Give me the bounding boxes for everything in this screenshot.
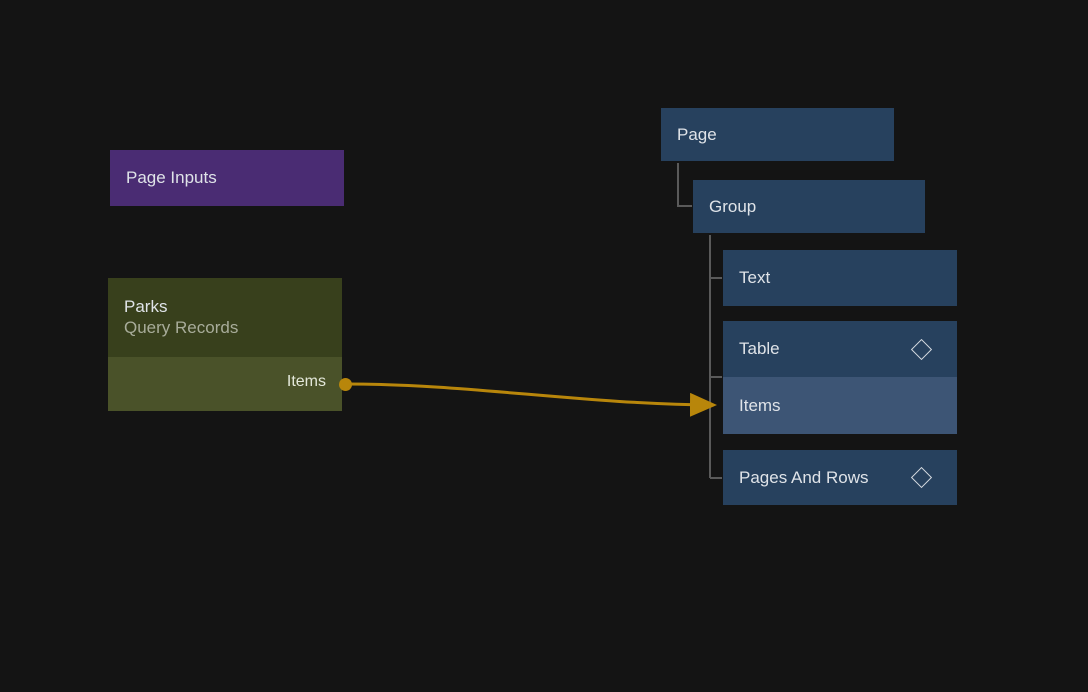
- edge-parks-items-to-table-items: [345, 382, 717, 417]
- diamond-icon[interactable]: [910, 338, 933, 360]
- node-parks-title: Parks: [124, 297, 168, 316]
- node-table-header: Table: [723, 321, 957, 377]
- node-page[interactable]: Page: [661, 108, 894, 161]
- node-pages-and-rows-header: Pages And Rows: [723, 450, 957, 505]
- node-page-header: Page: [661, 108, 894, 161]
- node-table-subrow-items-label: Items: [739, 395, 781, 415]
- node-group[interactable]: Group: [693, 180, 925, 233]
- node-page-inputs[interactable]: Page Inputs: [110, 150, 344, 206]
- node-group-title: Group: [709, 196, 757, 216]
- output-port-dot-items[interactable]: [339, 378, 352, 391]
- node-page-inputs-header: Page Inputs: [110, 150, 344, 206]
- node-page-inputs-title: Page Inputs: [126, 168, 217, 187]
- node-parks[interactable]: Parks Query Records Items: [108, 278, 342, 411]
- node-page-title: Page: [677, 124, 717, 144]
- node-table[interactable]: Table Items: [723, 321, 957, 434]
- node-parks-header: Parks Query Records: [108, 278, 342, 357]
- node-text[interactable]: Text: [723, 250, 957, 306]
- node-table-subrow-items[interactable]: Items: [723, 377, 957, 434]
- node-pages-and-rows[interactable]: Pages And Rows: [723, 450, 957, 505]
- node-group-header: Group: [693, 180, 925, 233]
- diamond-icon[interactable]: [910, 466, 933, 489]
- node-parks-output-items-label[interactable]: Items: [286, 373, 326, 390]
- node-parks-body: Items: [108, 357, 342, 411]
- node-text-title: Text: [739, 268, 771, 287]
- node-table-title: Table: [739, 339, 780, 358]
- node-text-header: Text: [723, 250, 957, 306]
- node-parks-subtitle: Query Records: [124, 318, 239, 337]
- node-pages-and-rows-title: Pages And Rows: [739, 467, 869, 487]
